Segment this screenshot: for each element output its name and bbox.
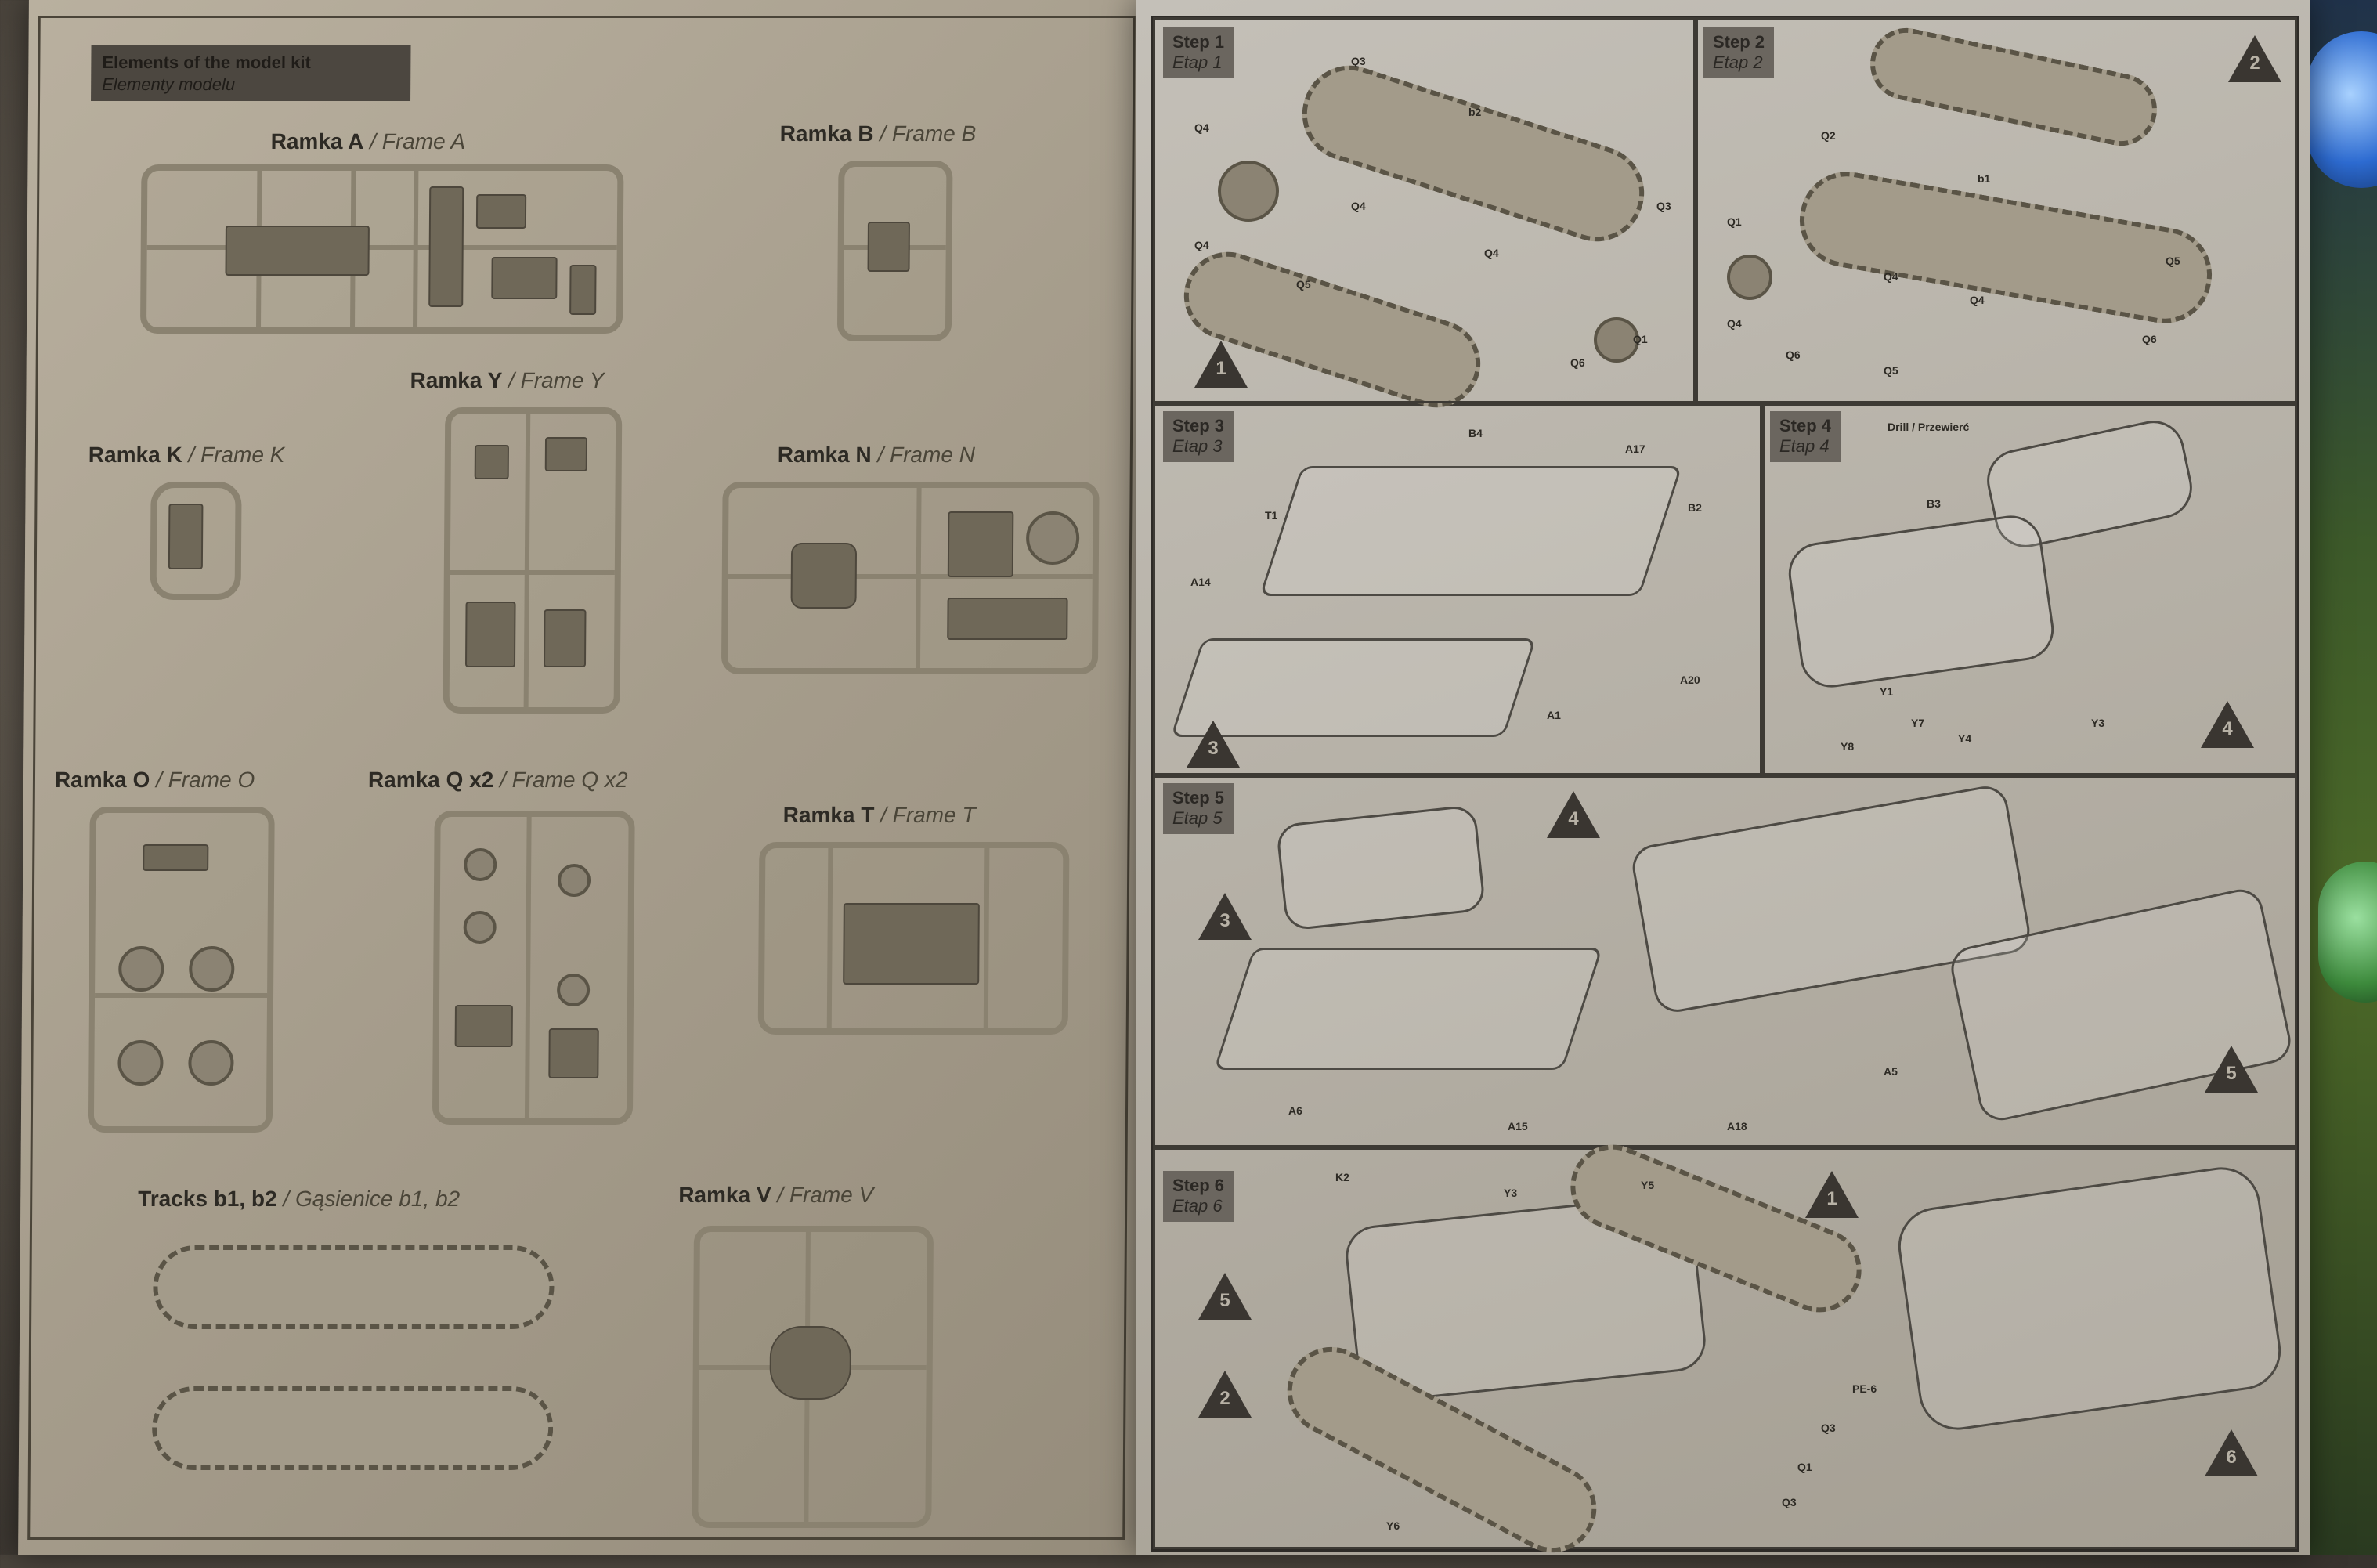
- step-1-track-upper: [1290, 53, 1656, 254]
- step-2-number-badge: 2: [2228, 35, 2281, 82]
- paint-jar-blue: [2307, 31, 2377, 188]
- frame-a-label: Ramka A / Frame A: [270, 129, 466, 154]
- step-2-track-upper: [1863, 21, 2164, 153]
- step-2-wheel: [1727, 255, 1772, 300]
- paint-jar-green: [2318, 862, 2377, 1003]
- step-5-number-badge: 5: [2205, 1046, 2258, 1093]
- step-6-number-badge: 6: [2205, 1429, 2258, 1476]
- header-subtitle: Elementy modelu: [102, 74, 236, 94]
- frame-n-sprue: [721, 482, 1100, 674]
- frame-a-sprue: [139, 164, 624, 334]
- instruction-left-page: Elements of the model kit Elementy model…: [18, 0, 1157, 1555]
- step-4-number-badge: 4: [2201, 701, 2254, 748]
- step-6-callout-1: 1: [1805, 1171, 1859, 1218]
- frame-t-label: Ramka T / Frame T: [782, 803, 976, 827]
- step-5-callout-4: 4: [1547, 791, 1600, 838]
- frame-n-label: Ramka N / Frame N: [777, 443, 976, 467]
- frame-k-sprue: [150, 482, 242, 600]
- tracks-label: Tracks b1, b2 / Gąsienice b1, b2: [138, 1187, 461, 1211]
- step-3-hull: [1259, 466, 1682, 596]
- step-1-number-badge: 1: [1194, 341, 1248, 388]
- right-page-border: [1151, 16, 2299, 1552]
- frame-o-label: Ramka O / Frame O: [54, 768, 255, 792]
- step-4-turret-body: [1784, 511, 2058, 692]
- frame-t-sprue: [757, 842, 1070, 1035]
- step-1-idler: [1594, 317, 1639, 363]
- step-5-hull: [1213, 948, 1603, 1070]
- frame-y-label: Ramka Y / Frame Y: [410, 368, 605, 392]
- frame-y-sprue: [443, 407, 623, 714]
- step-2-track-lower: [1792, 164, 2220, 331]
- kit-elements-header: Elements of the model kit Elementy model…: [91, 45, 411, 101]
- frame-q-label: Ramka Q x2 / Frame Q x2: [367, 768, 628, 792]
- step-5-turret: [1275, 804, 1487, 932]
- frame-o-sprue: [87, 807, 275, 1133]
- step-6-finished-tank: [1893, 1162, 2286, 1436]
- header-title: Elements of the model kit: [102, 52, 311, 72]
- step-5-callout-3: 3: [1198, 893, 1252, 940]
- step-6-callout-2: 2: [1198, 1371, 1252, 1418]
- step-1-wheel: [1218, 161, 1279, 222]
- track-b2: [151, 1386, 554, 1470]
- step-3-number-badge: 3: [1187, 721, 1240, 768]
- track-b1: [153, 1245, 555, 1329]
- frame-v-sprue: [692, 1226, 934, 1528]
- step-6-callout-5: 5: [1198, 1273, 1252, 1320]
- step-1-track-lower: [1172, 240, 1492, 419]
- frame-q-sprue: [432, 811, 635, 1125]
- frame-v-label: Ramka V / Frame V: [678, 1183, 874, 1207]
- frame-b-label: Ramka B / Frame B: [779, 121, 977, 146]
- frame-b-sprue: [836, 161, 953, 341]
- frame-k-label: Ramka K / Frame K: [88, 443, 285, 467]
